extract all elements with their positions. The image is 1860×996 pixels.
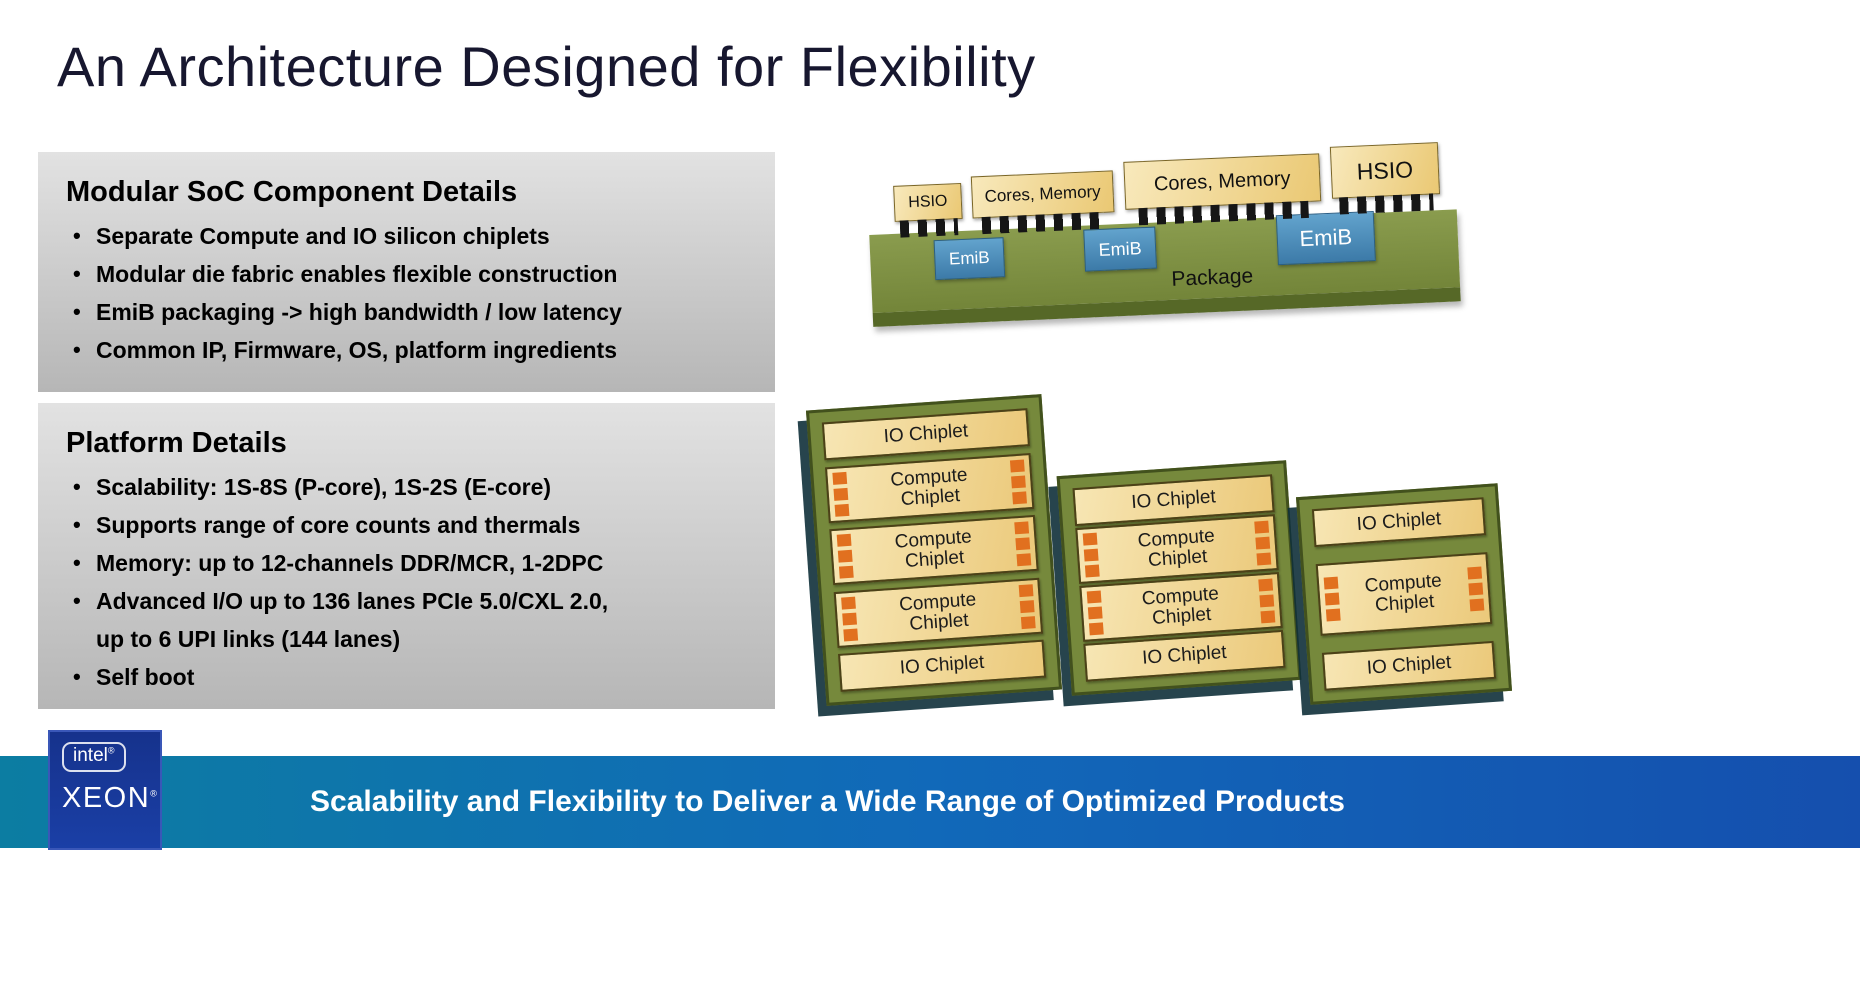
compute-chiplet: Compute Chiplet (833, 577, 1044, 648)
registered-mark: ® (150, 788, 159, 799)
io-chiplet: IO Chiplet (821, 408, 1030, 461)
bullet-item: Modular die fabric enables flexible cons… (66, 255, 747, 293)
bullet-item: Separate Compute and IO silicon chiplets (66, 217, 747, 255)
chiplet-label: Compute Chiplet (889, 464, 969, 510)
modular-soc-details-panel: Modular SoC Component Details Separate C… (38, 152, 775, 392)
package-chip: Cores, Memory (970, 170, 1115, 219)
compute-chiplet: Compute Chiplet (824, 452, 1035, 523)
io-chiplet: IO Chiplet (1321, 640, 1497, 691)
chiplet-label: IO Chiplet (882, 420, 969, 448)
io-chiplet: IO Chiplet (838, 639, 1047, 692)
panel-heading-modular: Modular SoC Component Details (66, 176, 518, 208)
chiplet-label: Compute Chiplet (1364, 570, 1443, 617)
registered-mark: ® (107, 745, 115, 756)
bullet-item: Advanced I/O up to 136 lanes PCIe 5.0/CX… (66, 582, 747, 658)
chiplet-label: Compute Chiplet (1137, 525, 1216, 572)
modular-bullet-list: Separate Compute and IO silicon chiplets… (66, 217, 747, 369)
package-chip: Cores, Memory (1123, 153, 1322, 210)
bullet-item: Supports range of core counts and therma… (66, 506, 747, 544)
bullet-item: EmiB packaging -> high bandwidth / low l… (66, 293, 747, 331)
bullet-item: Common IP, Firmware, OS, platform ingred… (66, 331, 747, 369)
intel-logo: intel® (62, 742, 126, 772)
chiplet-label: Compute Chiplet (898, 588, 977, 635)
banner-text: Scalability and Flexibility to Deliver a… (310, 785, 1345, 818)
compute-chiplet: Compute Chiplet (829, 514, 1039, 586)
bullet-item: Scalability: 1S-8S (P-core), 1S-2S (E-co… (66, 468, 747, 506)
chiplet-label: IO Chiplet (1356, 508, 1442, 536)
platform-bullet-list: Scalability: 1S-8S (P-core), 1S-2S (E-co… (66, 468, 747, 696)
slide-title: An Architecture Designed for Flexibility (57, 35, 1036, 98)
intel-xeon-badge: intel® XEON® (48, 730, 162, 850)
package-chip: HSIO (1329, 142, 1441, 199)
chiplet-label: Compute Chiplet (894, 526, 973, 573)
xeon-wordmark: XEON® (62, 782, 160, 815)
chiplet-label: IO Chiplet (1366, 651, 1452, 679)
bullet-item: Self boot (66, 658, 747, 696)
package-chip: HSIO (893, 182, 963, 222)
platform-details-panel: Platform Details Scalability: 1S-8S (P-c… (38, 403, 775, 709)
compute-chiplet: Compute Chiplet (1315, 552, 1493, 636)
xeon-text: XEON (62, 782, 151, 814)
intel-wordmark: intel (73, 745, 108, 766)
footer-banner: Scalability and Flexibility to Deliver a… (0, 756, 1860, 848)
panel-heading-platform: Platform Details (66, 427, 287, 459)
chiplet-label: Compute Chiplet (1141, 583, 1220, 629)
io-chiplet: IO Chiplet (1311, 497, 1487, 548)
chiplet-label: IO Chiplet (1141, 641, 1228, 669)
bullet-item: Memory: up to 12-channels DDR/MCR, 1-2DP… (66, 544, 747, 582)
chiplet-label: IO Chiplet (899, 651, 985, 679)
chiplet-label: IO Chiplet (1130, 486, 1217, 514)
